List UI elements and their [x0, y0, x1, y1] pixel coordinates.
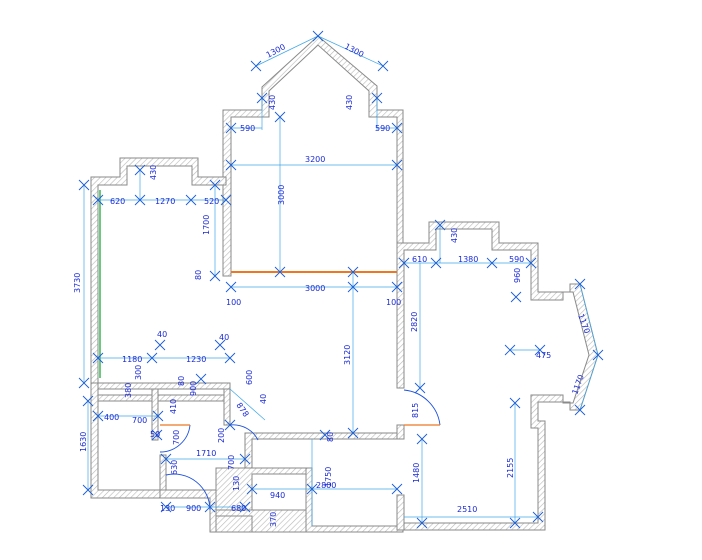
- dim-80-b: 80: [177, 376, 186, 386]
- dim-2800: 2800: [316, 481, 336, 490]
- dim-590-right: 590: [375, 124, 390, 133]
- dim-1380: 1380: [458, 255, 478, 264]
- dim-1750: 1750: [324, 467, 333, 487]
- dim-520: 520: [204, 197, 219, 206]
- dim-40-a: 40: [157, 330, 167, 339]
- dim-940: 940: [270, 491, 285, 500]
- dim-2155: 2155: [506, 458, 515, 478]
- dim-130-b: 130: [160, 504, 175, 513]
- wall-inner-c: [223, 388, 231, 426]
- dim-960: 960: [513, 268, 522, 283]
- dim-590-left: 590: [240, 124, 255, 133]
- dim-700-vertical-2: 700: [227, 455, 236, 470]
- dim-1270: 1270: [155, 197, 175, 206]
- dimension-labels: 1300 1300 430 430 590 590 3200 3000 430 …: [73, 42, 592, 527]
- dim-900-vertical: 900: [189, 381, 198, 396]
- wall-bottom-room: [244, 432, 404, 469]
- dim-620: 620: [110, 197, 125, 206]
- dim-3000-horizontal: 3000: [305, 284, 325, 293]
- dim-680: 680: [231, 504, 246, 513]
- wall-bottom-room-b: [305, 467, 404, 533]
- wall-left-room: [90, 157, 227, 384]
- dim-100-left: 100: [226, 298, 241, 307]
- dim-1230: 1230: [186, 355, 206, 364]
- doors: [159, 389, 441, 511]
- dim-590-right-room: 590: [509, 255, 524, 264]
- dim-380: 380: [124, 383, 133, 398]
- dim-475: 475: [536, 351, 551, 360]
- dim-3000-vertical: 3000: [277, 185, 286, 205]
- dim-370: 370: [269, 512, 278, 527]
- dim-1180: 1180: [122, 355, 142, 364]
- wall-door-stub-b: [396, 494, 405, 531]
- dim-3730: 3730: [73, 273, 82, 293]
- dim-3200: 3200: [305, 155, 325, 164]
- dim-100-right: 100: [386, 298, 401, 307]
- dim-430-top-right: 430: [345, 95, 354, 110]
- dim-1300-left: 1300: [265, 42, 287, 60]
- dim-700-vertical: 700: [172, 430, 181, 445]
- dim-40-b: 40: [219, 333, 229, 342]
- dim-430-right-room: 430: [450, 228, 459, 243]
- dim-610: 610: [412, 255, 427, 264]
- dimension-ticks: [78, 30, 604, 529]
- dim-1710: 1710: [196, 449, 216, 458]
- dim-1170-upper: 1170: [576, 313, 591, 335]
- dim-3120: 3120: [343, 345, 352, 365]
- dim-40-c: 40: [259, 394, 268, 404]
- dim-200: 200: [217, 428, 226, 443]
- wall-inner-vertical-a: [151, 388, 159, 441]
- dim-1480: 1480: [412, 463, 421, 483]
- dim-300: 300: [134, 365, 143, 380]
- dimension-lines: [83, 35, 599, 526]
- dim-430-left-room: 430: [149, 165, 158, 180]
- wall-inner-horizontal: [97, 382, 231, 390]
- dim-400: 400: [104, 413, 119, 422]
- dim-1300-right: 1300: [343, 42, 365, 60]
- dim-600: 600: [245, 370, 254, 385]
- dim-700-horizontal: 700: [132, 416, 147, 425]
- dim-900-horizontal: 900: [186, 504, 201, 513]
- dim-630: 630: [170, 460, 179, 475]
- dim-50: 50: [150, 430, 160, 439]
- dim-80-c: 80: [326, 432, 335, 442]
- dim-2820: 2820: [410, 312, 419, 332]
- dim-1630: 1630: [79, 432, 88, 452]
- dim-80: 80: [194, 270, 203, 280]
- dim-878: 878: [234, 401, 250, 419]
- dim-1700: 1700: [202, 215, 211, 235]
- dim-815: 815: [411, 403, 420, 418]
- dim-430-top-left: 430: [268, 95, 277, 110]
- dim-410: 410: [169, 399, 178, 414]
- wall-right-room: [396, 221, 599, 531]
- dim-2510: 2510: [457, 505, 477, 514]
- wall-door-stub: [396, 424, 405, 440]
- dim-130-a: 130: [232, 476, 241, 491]
- walls: [90, 35, 599, 533]
